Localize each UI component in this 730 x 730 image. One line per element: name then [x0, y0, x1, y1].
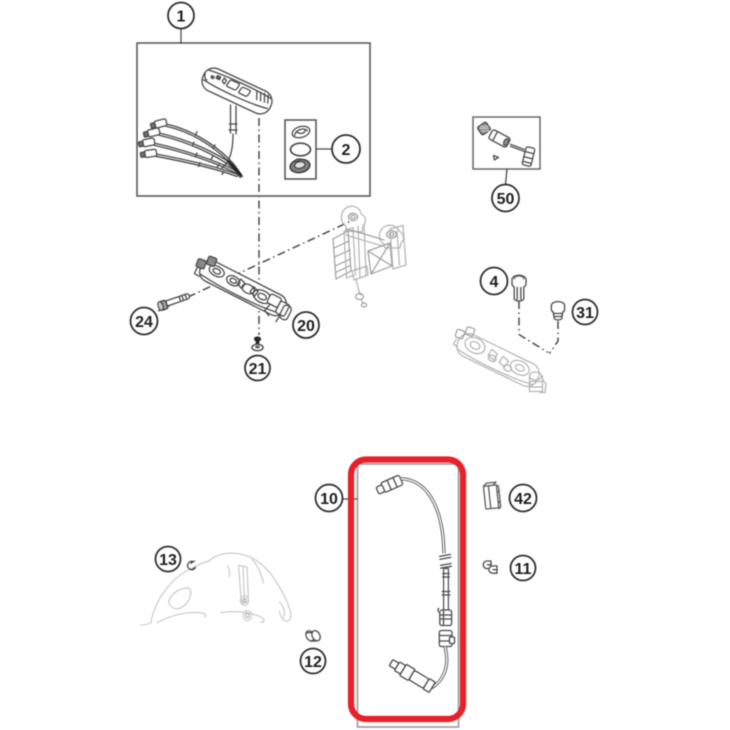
svg-text:11: 11 — [515, 561, 532, 578]
svg-text:20: 20 — [297, 318, 315, 335]
svg-text:12: 12 — [304, 654, 322, 671]
svg-text:1: 1 — [177, 9, 186, 26]
svg-text:21: 21 — [249, 361, 267, 378]
svg-text:42: 42 — [514, 491, 532, 508]
svg-text:2: 2 — [342, 142, 351, 159]
svg-text:31: 31 — [576, 305, 594, 322]
svg-text:10: 10 — [320, 491, 338, 508]
svg-text:4: 4 — [490, 274, 499, 291]
svg-text:13: 13 — [159, 552, 177, 569]
svg-text:24: 24 — [135, 314, 153, 331]
svg-text:50: 50 — [497, 191, 515, 208]
